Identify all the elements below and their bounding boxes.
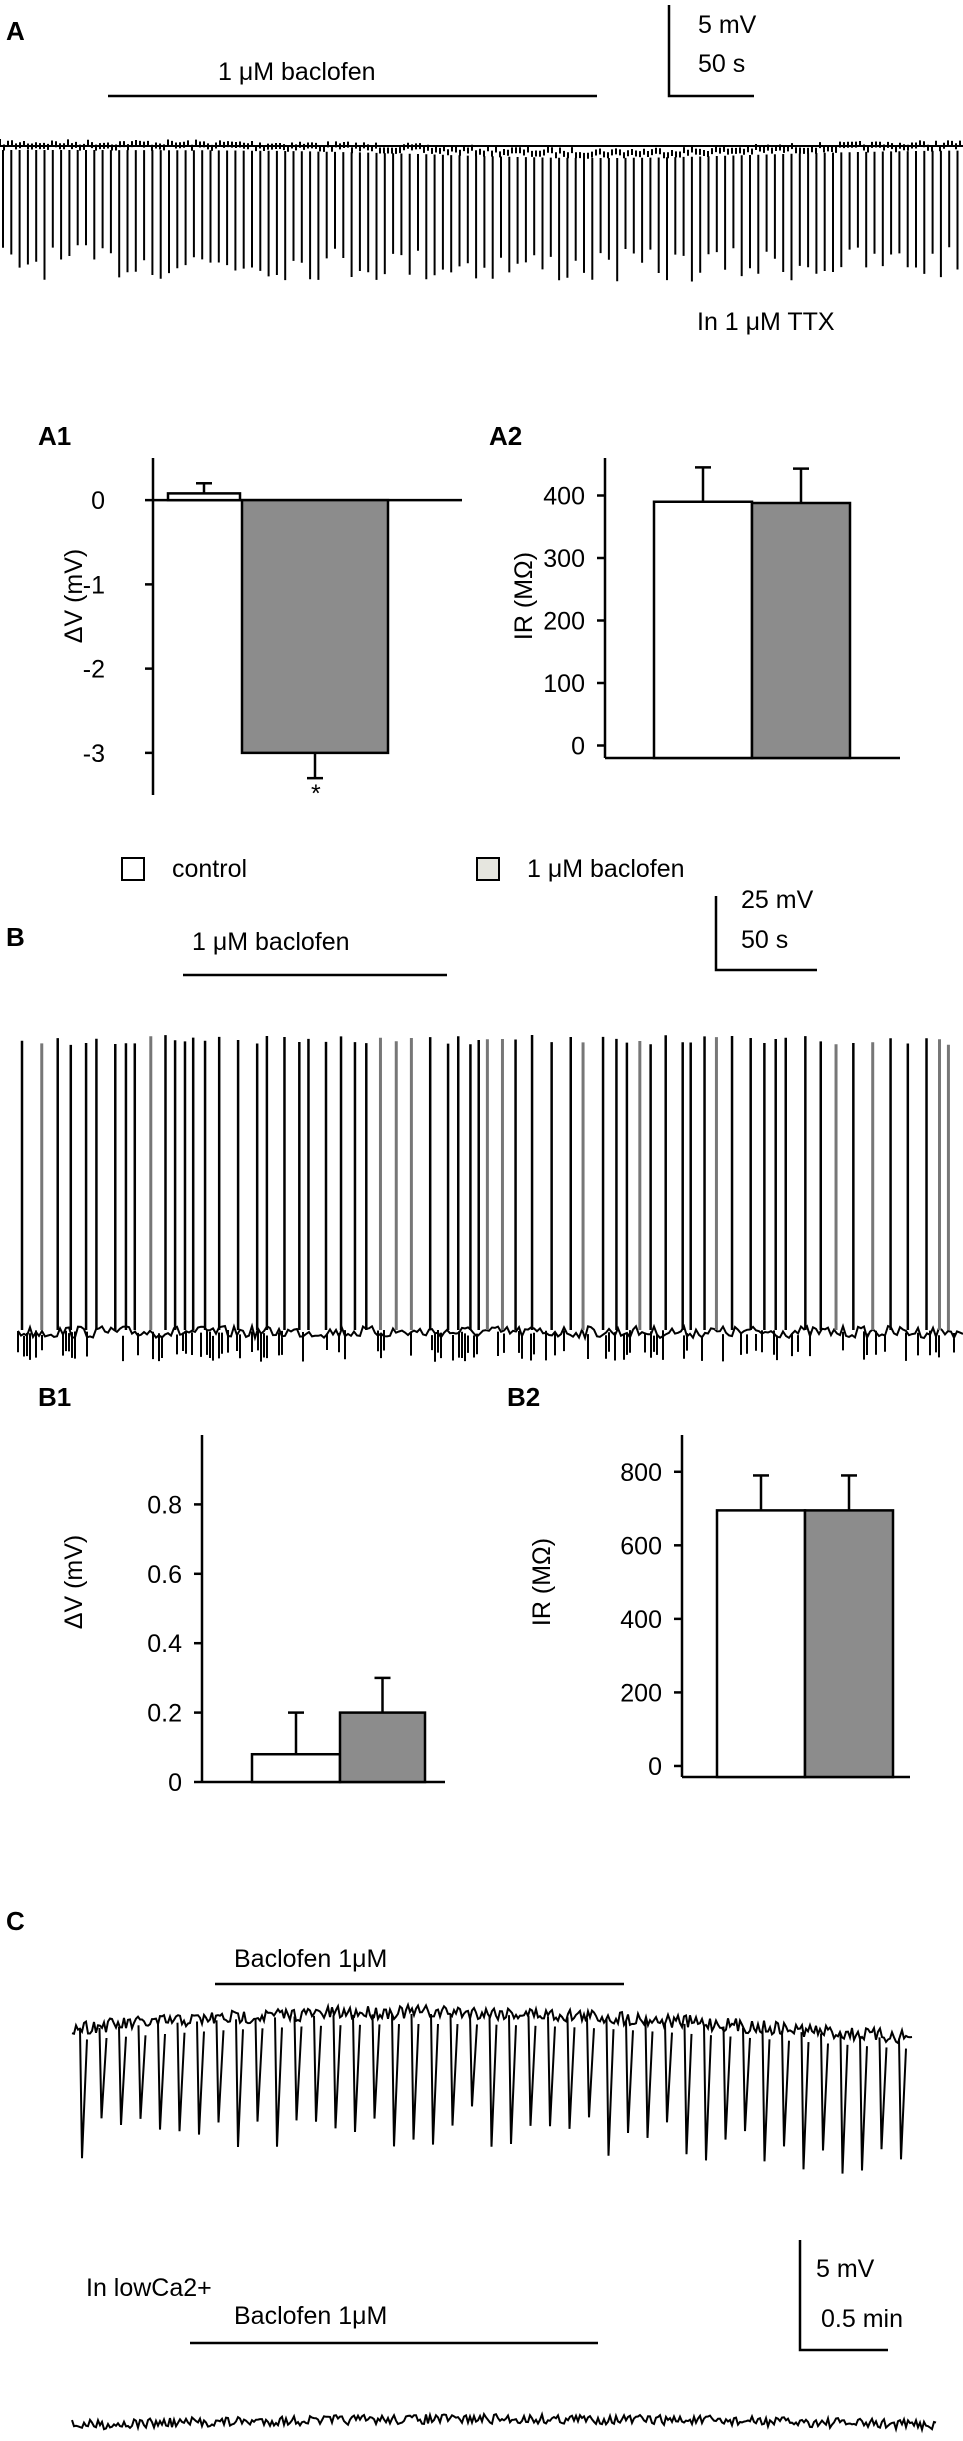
condition-a: In 1 μM TTX bbox=[697, 308, 835, 336]
y-tick-label: 0.4 bbox=[147, 1630, 182, 1658]
panel-label-a1: A1 bbox=[38, 421, 71, 451]
panel-label-a: A bbox=[6, 16, 25, 46]
bar-control bbox=[652, 500, 754, 760]
bar-1-m-baclofen bbox=[338, 1711, 427, 1784]
bar-1-m-baclofen bbox=[803, 1509, 895, 1779]
scale-v-b: 25 mV bbox=[741, 886, 814, 914]
bar-control bbox=[250, 1752, 342, 1784]
voltage-trace-c-lowca bbox=[71, 2411, 937, 2434]
panel-label-c: C bbox=[6, 1906, 25, 1936]
trace-c2-path bbox=[71, 2411, 937, 2434]
y-tick-label: 200 bbox=[620, 1679, 662, 1707]
legend-label-baclofen: 1 μM baclofen bbox=[527, 855, 685, 883]
y-tick-label: -2 bbox=[83, 656, 105, 684]
y-tick-label: 0.2 bbox=[147, 1700, 182, 1728]
drug-label-c-bottom: Baclofen 1μM bbox=[234, 2302, 387, 2330]
ylabel-b1: ΔV (mV) bbox=[60, 1535, 88, 1629]
scale-bar-c bbox=[798, 2240, 888, 2352]
y-tick-label: 100 bbox=[543, 670, 585, 698]
drug-label-a: 1 μM baclofen bbox=[218, 58, 376, 86]
y-tick-label: -1 bbox=[83, 571, 105, 599]
trace-b-baseline bbox=[17, 1322, 963, 1362]
y-tick-label: 0 bbox=[648, 1753, 662, 1781]
scale-t-a: 50 s bbox=[698, 50, 745, 78]
panel-label-b1: B1 bbox=[38, 1382, 71, 1412]
y-tick-label: 0 bbox=[571, 733, 585, 761]
y-tick-label: 200 bbox=[543, 608, 585, 636]
chart-a1: 0 -1 -2 -3 * bbox=[83, 458, 462, 808]
drug-label-c-top: Baclofen 1μM bbox=[234, 1945, 387, 1973]
panel-label-a2: A2 bbox=[489, 421, 522, 451]
condition-c: In lowCa2+ bbox=[86, 2274, 212, 2302]
bar-control bbox=[166, 492, 242, 502]
y-tick-label: 800 bbox=[620, 1459, 662, 1487]
y-tick-label: -3 bbox=[83, 740, 105, 768]
panel-label-b2: B2 bbox=[507, 1382, 540, 1412]
ylabel-b2: IR (MΩ) bbox=[528, 1538, 556, 1626]
y-tick-label: 0 bbox=[168, 1769, 182, 1797]
scale-t-b: 50 s bbox=[741, 926, 788, 954]
legend-label-control: control bbox=[172, 855, 247, 883]
y-tick-label: 0 bbox=[91, 487, 105, 515]
scale-t-c: 0.5 min bbox=[821, 2305, 903, 2333]
scale-bar-a bbox=[667, 5, 754, 98]
ylabel-a1: ΔV (mV) bbox=[60, 549, 88, 643]
scale-v-a: 5 mV bbox=[698, 11, 757, 39]
y-tick-label: 0.8 bbox=[147, 1491, 182, 1519]
ylabel-a2: IR (MΩ) bbox=[510, 552, 538, 640]
trace-a-path bbox=[0, 139, 963, 282]
drug-label-b: 1 μM baclofen bbox=[192, 928, 350, 956]
legend-swatch-baclofen bbox=[476, 857, 500, 881]
chart-a2: 0 100 200 300 400 bbox=[543, 458, 900, 761]
chart-b2: 0 200 400 600 800 bbox=[620, 1435, 910, 1781]
y-tick-label: 400 bbox=[543, 483, 585, 511]
spike-trace-b bbox=[17, 1035, 963, 1362]
y-tick-label: 300 bbox=[543, 545, 585, 573]
chart-b1: 0 0.2 0.4 0.6 0.8 bbox=[147, 1435, 445, 1797]
y-tick-label: 600 bbox=[620, 1532, 662, 1560]
panel-label-b: B bbox=[6, 922, 25, 952]
trace-c1-path bbox=[71, 2001, 913, 2174]
voltage-trace-a bbox=[0, 139, 963, 282]
y-tick-label: 400 bbox=[620, 1606, 662, 1634]
bar-1-m-baclofen bbox=[240, 498, 390, 755]
voltage-trace-c-control bbox=[71, 2001, 913, 2174]
bar-control bbox=[715, 1509, 807, 1779]
scale-bar-b bbox=[714, 896, 817, 972]
y-tick-label: 0.6 bbox=[147, 1561, 182, 1589]
bar-1-m-baclofen bbox=[750, 501, 852, 760]
significance-marker: * bbox=[311, 780, 321, 808]
scale-v-c: 5 mV bbox=[816, 2255, 875, 2283]
legend-swatch-control bbox=[121, 857, 145, 881]
